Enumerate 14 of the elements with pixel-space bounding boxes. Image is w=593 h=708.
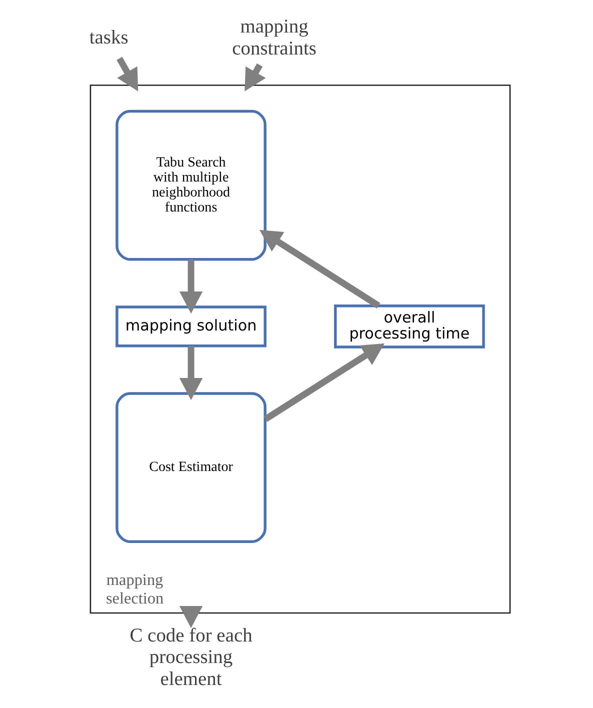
- node-box: mapping solution: [115, 306, 266, 348]
- node-box: Cost Estimator: [115, 392, 266, 543]
- arrow: [116, 56, 138, 92]
- arrow: [258, 230, 380, 308]
- node-text: C code for each processing element: [129, 626, 252, 690]
- arrow: [263, 343, 384, 422]
- node-box: Tabu Search with multiple neighborhood functions: [115, 110, 266, 261]
- node-text: tasks: [88, 28, 128, 49]
- arrow: [178, 606, 202, 628]
- arrow: [244, 63, 266, 92]
- node-text: mapping constraints: [232, 16, 316, 60]
- node-box: overall processing time: [334, 304, 484, 348]
- arrow: [178, 346, 202, 400]
- arrow: [178, 260, 202, 314]
